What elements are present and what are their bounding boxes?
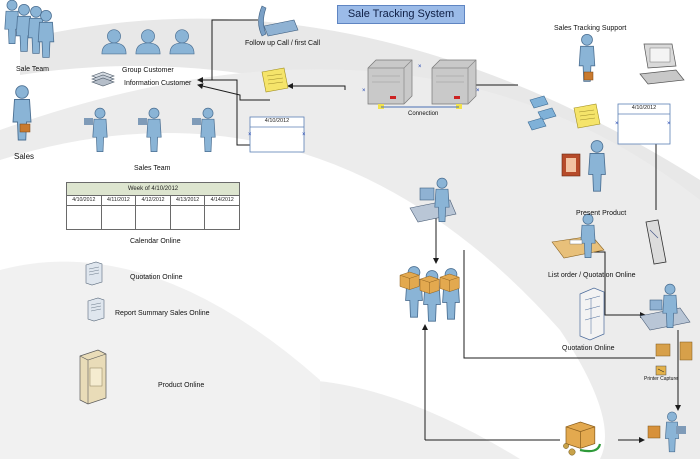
connector: [287, 83, 346, 90]
date-panel-right: × ×: [615, 103, 671, 145]
sales-label: Sales: [14, 152, 35, 161]
sales-team-icon: [84, 107, 216, 152]
folder-icons: [655, 341, 693, 361]
quotation-online-left-icon: [85, 261, 103, 286]
sales-person-icon: [12, 85, 32, 141]
printer-capture-icon: [655, 365, 667, 376]
diagram-title: Sale Tracking System: [337, 5, 465, 24]
sale-team-label: Sale Team: [16, 66, 49, 73]
support-person-icon: [578, 33, 596, 82]
svg-text:×: ×: [418, 64, 422, 70]
connector: [211, 19, 258, 80]
group-customer-icon: [101, 29, 195, 55]
connector: [197, 83, 270, 101]
support-label: Sales Tracking Support: [554, 25, 627, 32]
calendar-header: Week of 4/10/2012: [67, 183, 239, 196]
svg-text:×: ×: [248, 132, 252, 138]
svg-text:×: ×: [615, 121, 619, 127]
svg-text:×: ×: [476, 88, 480, 94]
calendar-date-cell: 4/14/2012: [210, 197, 234, 203]
sticky-note-right-icon: [573, 103, 601, 129]
information-customer-icon: [91, 71, 115, 87]
calendar-date-cell: 4/13/2012: [171, 196, 206, 205]
support-workstation-icon: [639, 43, 685, 85]
date-panel-right-date: 4/10/2012: [631, 105, 657, 111]
background-swoosh: [0, 261, 320, 459]
connector: [463, 250, 655, 359]
product-online-icon: [79, 349, 107, 405]
list-order-desk-icon: [551, 213, 605, 259]
calendar-day-slot: [136, 206, 171, 229]
tablet-icon: [645, 219, 667, 265]
calendar-date-row: 4/10/2012 4/11/2012 4/12/2012 4/13/2012 …: [67, 196, 239, 206]
order-worker-icon: [639, 283, 691, 331]
printer-capture-label: Printer Capture: [644, 376, 678, 382]
calendar-body-row: [67, 206, 239, 229]
svg-text:×: ×: [362, 88, 366, 94]
final-worker-icon: [647, 411, 686, 453]
calendar-date-cell: 4/11/2012: [102, 196, 137, 205]
calendar-day-slot: [102, 206, 137, 229]
delivery-group-icon: [399, 266, 460, 322]
quotation-document-icon: [579, 287, 605, 341]
product-online-label: Product Online: [158, 382, 205, 389]
sticky-note-icon: [261, 67, 289, 93]
phone-icon: [258, 5, 299, 37]
connection-link: × × ×: [362, 64, 480, 109]
date-panel-left: × ×: [248, 116, 306, 153]
report-summary-icon: [87, 297, 105, 322]
information-customer-label: Information Customer: [124, 80, 192, 87]
calendar-date-cell: 4/12/2012: [136, 196, 171, 205]
quotation-online-right-label: Quotation Online: [562, 345, 615, 352]
date-panel-left-date: 4/10/2012: [264, 118, 290, 124]
date-panel-right-header: 4/10/2012: [618, 104, 670, 114]
calendar-date-cell: 4/10/2012: [67, 196, 102, 205]
svg-text:×: ×: [302, 132, 306, 138]
svg-text:×: ×: [667, 121, 671, 127]
background-swoosh: [0, 69, 700, 459]
follow-up-label: Follow up Call / first Call: [245, 40, 321, 47]
server-right-icon: [431, 59, 477, 105]
quotation-online-left-label: Quotation Online: [130, 274, 183, 281]
calendar-table: Week of 4/10/2012 4/10/2012 4/11/2012 4/…: [66, 182, 240, 230]
group-customer-label: Group Customer: [122, 67, 174, 74]
report-summary-label: Report Summary Sales Online: [115, 310, 210, 317]
calendar-day-slot: [67, 206, 102, 229]
connection-label: Connection: [408, 111, 439, 117]
connector-lines: [197, 19, 681, 443]
sales-team-label: Sales Team: [134, 165, 171, 172]
calendar-day-slot: [205, 206, 239, 229]
present-product-icon: [561, 140, 606, 192]
calendar-online-label: Calendar Online: [130, 238, 181, 245]
server-left-icon: [367, 59, 413, 105]
phones-icon: [527, 95, 557, 131]
date-panel-left-header: 4/10/2012: [250, 117, 304, 127]
center-worker-icon: [409, 177, 457, 223]
present-product-label: Present Product: [576, 210, 627, 217]
list-order-label: List order / Quotation Online: [548, 272, 636, 279]
calendar-day-slot: [171, 206, 206, 229]
delivery-box-icon: [563, 421, 602, 456]
